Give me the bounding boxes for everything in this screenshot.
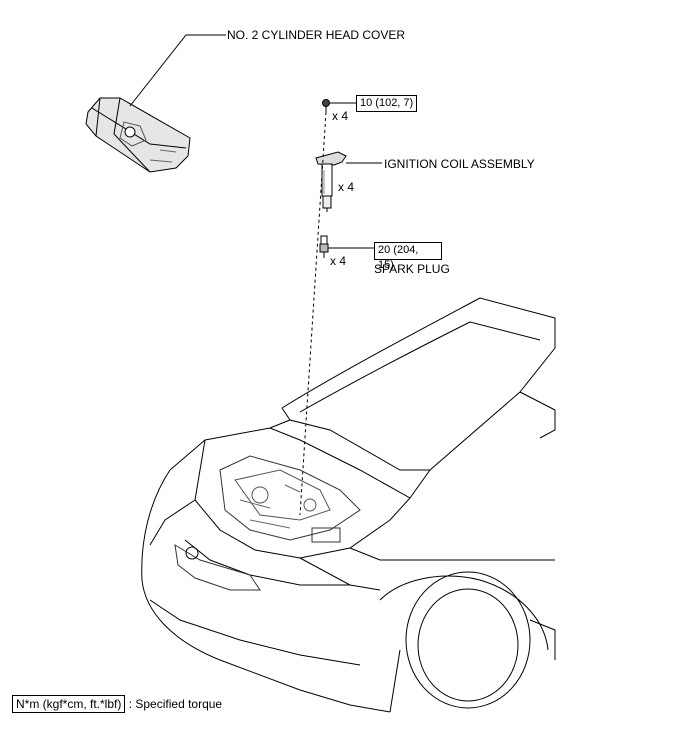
- bolt-torque-box: 10 (102, 7): [356, 95, 418, 112]
- plug-torque-line1: 20 (204,: [378, 244, 419, 256]
- legend-description: : Specified torque: [128, 697, 223, 711]
- installation-path: [299, 111, 327, 516]
- legend-unit-box: N*m (kgf*cm, ft.*lbf): [12, 695, 126, 713]
- bolt-quantity: x 4: [332, 109, 349, 123]
- plug-label: SPARK PLUG: [374, 262, 450, 276]
- cover-leader-line: [129, 34, 226, 107]
- torque-legend: N*m (kgf*cm, ft.*lbf) : Specified torque: [12, 695, 222, 713]
- plug-torque-line2: 15): [378, 259, 394, 271]
- plug-quantity: x 4: [330, 254, 347, 268]
- coil-label: IGNITION COIL ASSEMBLY: [384, 157, 535, 171]
- bolt-part: [322, 99, 330, 112]
- spark-plug-part: [319, 235, 329, 258]
- vehicle-outline: [141, 297, 556, 713]
- coil-quantity: x 4: [338, 180, 355, 194]
- cover-label: NO. 2 CYLINDER HEAD COVER: [227, 28, 406, 42]
- ignition-coil-part: [315, 151, 347, 212]
- plug-torque-box: 20 (204,: [374, 242, 442, 260]
- cylinder-head-cover-part: [85, 97, 191, 173]
